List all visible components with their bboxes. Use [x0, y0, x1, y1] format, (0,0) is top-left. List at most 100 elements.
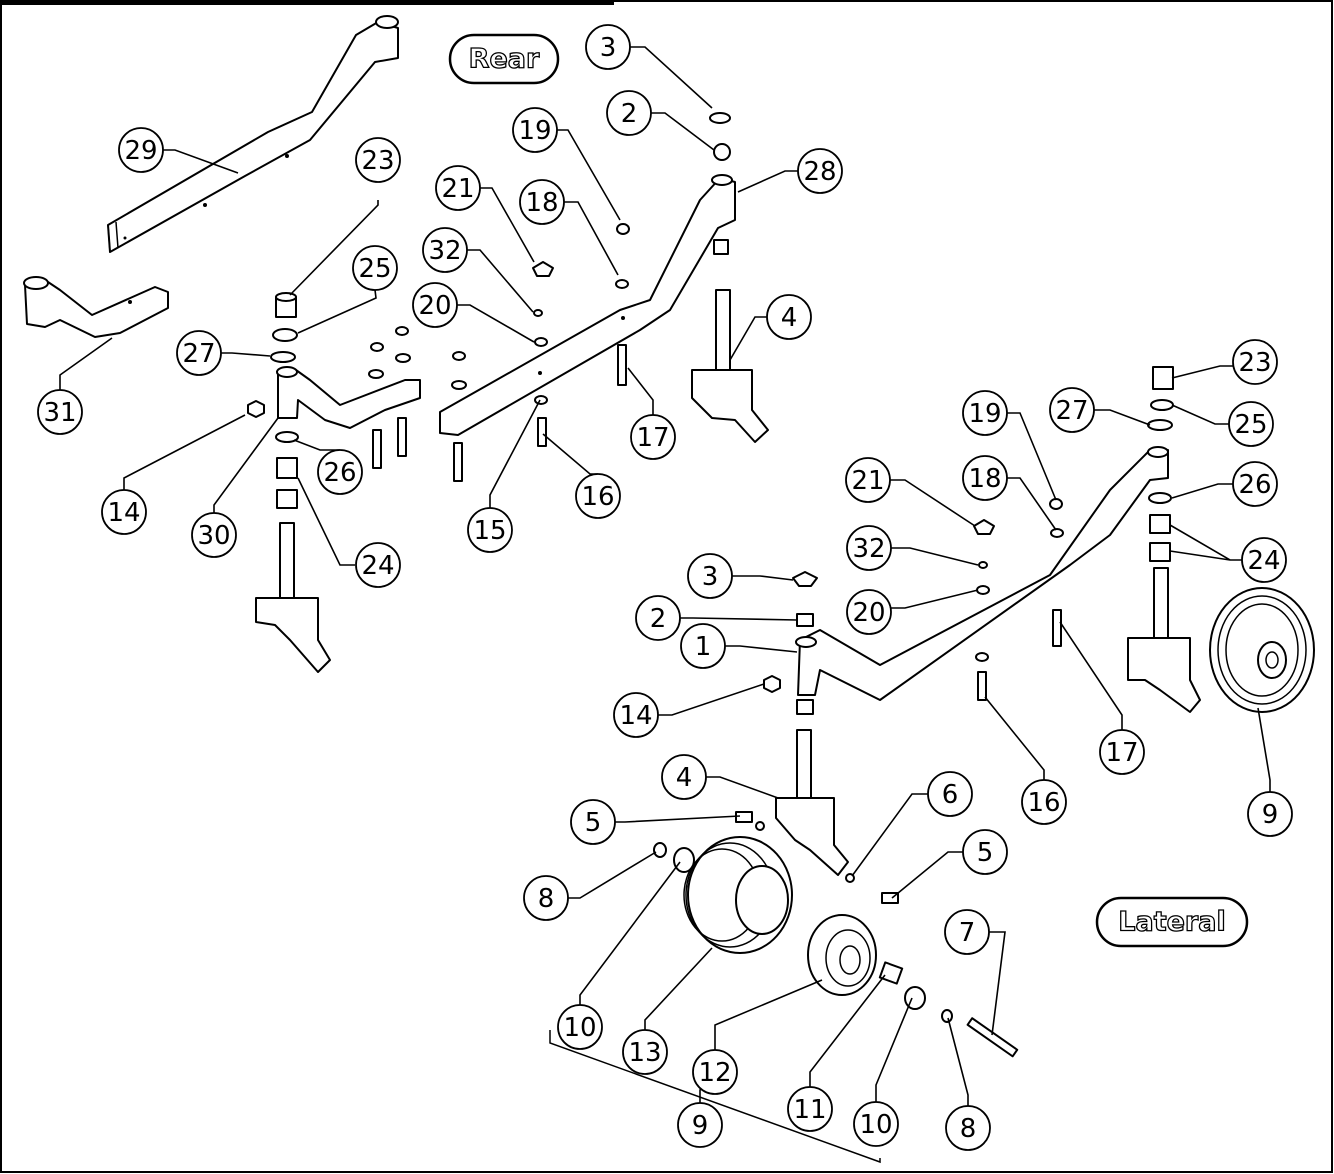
balloon-b24-rear: 24 [355, 542, 401, 588]
rim-12 [807, 914, 877, 996]
balloon-b28: 28 [797, 148, 843, 194]
balloon-number: 13 [628, 1038, 661, 1068]
balloon-number: 29 [124, 136, 157, 166]
balloon-b16-rear: 16 [575, 473, 621, 519]
balloon-circle [570, 799, 616, 845]
balloon-b14-rear: 14 [101, 489, 147, 535]
balloon-circle [352, 245, 398, 291]
balloon-circle [575, 473, 621, 519]
balloon-circle [661, 754, 707, 800]
lateral-view-label: Lateral [1095, 896, 1249, 948]
balloon-circle [962, 390, 1008, 436]
balloon-number: 20 [418, 291, 451, 321]
balloon-circle [519, 179, 565, 225]
balloon-number: 26 [323, 458, 356, 488]
balloon-number: 16 [581, 482, 614, 512]
lateral-assembly [549, 366, 1315, 1164]
balloon-circle [467, 507, 513, 553]
lateral-bar [795, 446, 1169, 701]
balloon-circle [945, 1105, 991, 1151]
title-bar [0, 0, 614, 5]
balloon-number: 2 [650, 604, 667, 634]
balloon-circle [585, 24, 631, 70]
balloon-number: 19 [968, 399, 1001, 429]
rear-hardware [247, 326, 467, 482]
balloon-number: 28 [803, 157, 836, 187]
balloon-number: 8 [538, 884, 555, 914]
balloon-b9-wheel: 9 [677, 1102, 723, 1148]
main-bar-28 [439, 174, 736, 436]
balloon-circle [317, 449, 363, 495]
balloon-circle [512, 107, 558, 153]
balloon-number: 19 [518, 116, 551, 146]
balloon-circle [1232, 461, 1278, 507]
balloon-number: 3 [702, 562, 719, 592]
wheel-right [1209, 587, 1315, 713]
balloon-b18-lat: 18 [962, 455, 1008, 501]
long-bar-29 [107, 15, 399, 253]
lateral-view-text: Lateral [1118, 907, 1225, 938]
balloon-number: 9 [1262, 800, 1279, 830]
balloon-number: 5 [585, 808, 602, 838]
balloon-number: 9 [692, 1111, 709, 1141]
balloon-circle [766, 294, 812, 340]
balloon-b27-rear: 27 [176, 330, 222, 376]
fork-right-rear [691, 289, 769, 443]
balloon-b24-lat: 24 [1241, 537, 1287, 583]
balloon-number: 4 [676, 763, 693, 793]
balloon-b11: 11 [787, 1086, 833, 1132]
balloon-circle [355, 137, 401, 183]
part-2-rear [713, 143, 731, 161]
balloon-b5-b: 5 [962, 829, 1008, 875]
balloon-b13: 13 [622, 1029, 668, 1075]
balloon-b30: 30 [191, 512, 237, 558]
balloon-number: 5 [977, 838, 994, 868]
balloon-number: 32 [852, 534, 885, 564]
fork-lateral-left [775, 729, 849, 876]
balloon-number: 14 [107, 498, 140, 528]
balloon-circle [622, 1029, 668, 1075]
balloon-b23-lat: 23 [1232, 339, 1278, 385]
balloon-b20-lat: 20 [846, 589, 892, 635]
balloon-number: 27 [182, 339, 215, 369]
balloon-circle [606, 90, 652, 136]
balloon-circle [1228, 401, 1274, 447]
balloon-number: 24 [1247, 546, 1280, 576]
balloon-b12: 12 [692, 1049, 738, 1095]
balloon-b21-rear: 21 [435, 165, 481, 211]
balloon-b4-rear: 4 [766, 294, 812, 340]
balloon-b26-lat: 26 [1232, 461, 1278, 507]
balloon-b10-a: 10 [557, 1004, 603, 1050]
balloon-number: 18 [968, 464, 1001, 494]
balloon-circle [846, 589, 892, 635]
balloon-number: 20 [852, 598, 885, 628]
balloon-b32-lat: 32 [846, 525, 892, 571]
rear-view-label: Rear [448, 33, 560, 85]
balloon-number: 17 [1105, 738, 1138, 768]
balloon-b19-rear: 19 [512, 107, 558, 153]
balloon-number: 2 [621, 99, 638, 129]
balloon-b2-rear: 2 [606, 90, 652, 136]
balloon-number: 18 [525, 188, 558, 218]
balloon-b17-lat: 17 [1099, 729, 1145, 775]
balloon-b25-lat: 25 [1228, 401, 1274, 447]
balloon-circle [422, 227, 468, 273]
balloon-number: 6 [942, 780, 959, 810]
balloon-b6: 6 [927, 771, 973, 817]
balloon-number: 12 [698, 1058, 731, 1088]
balloon-circle [557, 1004, 603, 1050]
balloon-number: 8 [960, 1114, 977, 1144]
washer-27-rear [270, 351, 296, 363]
balloon-b23-rear: 23 [355, 137, 401, 183]
balloon-circle [635, 595, 681, 641]
balloon-number: 23 [1238, 348, 1271, 378]
balloon-b26-rear: 26 [317, 449, 363, 495]
balloon-number: 11 [793, 1095, 826, 1125]
balloon-circle [118, 127, 164, 173]
balloon-number: 32 [428, 236, 461, 266]
balloon-circle [101, 489, 147, 535]
balloon-b8-a: 8 [523, 875, 569, 921]
fork-lateral-right [1127, 567, 1201, 713]
balloon-number: 25 [1234, 410, 1267, 440]
balloon-circle [37, 389, 83, 435]
